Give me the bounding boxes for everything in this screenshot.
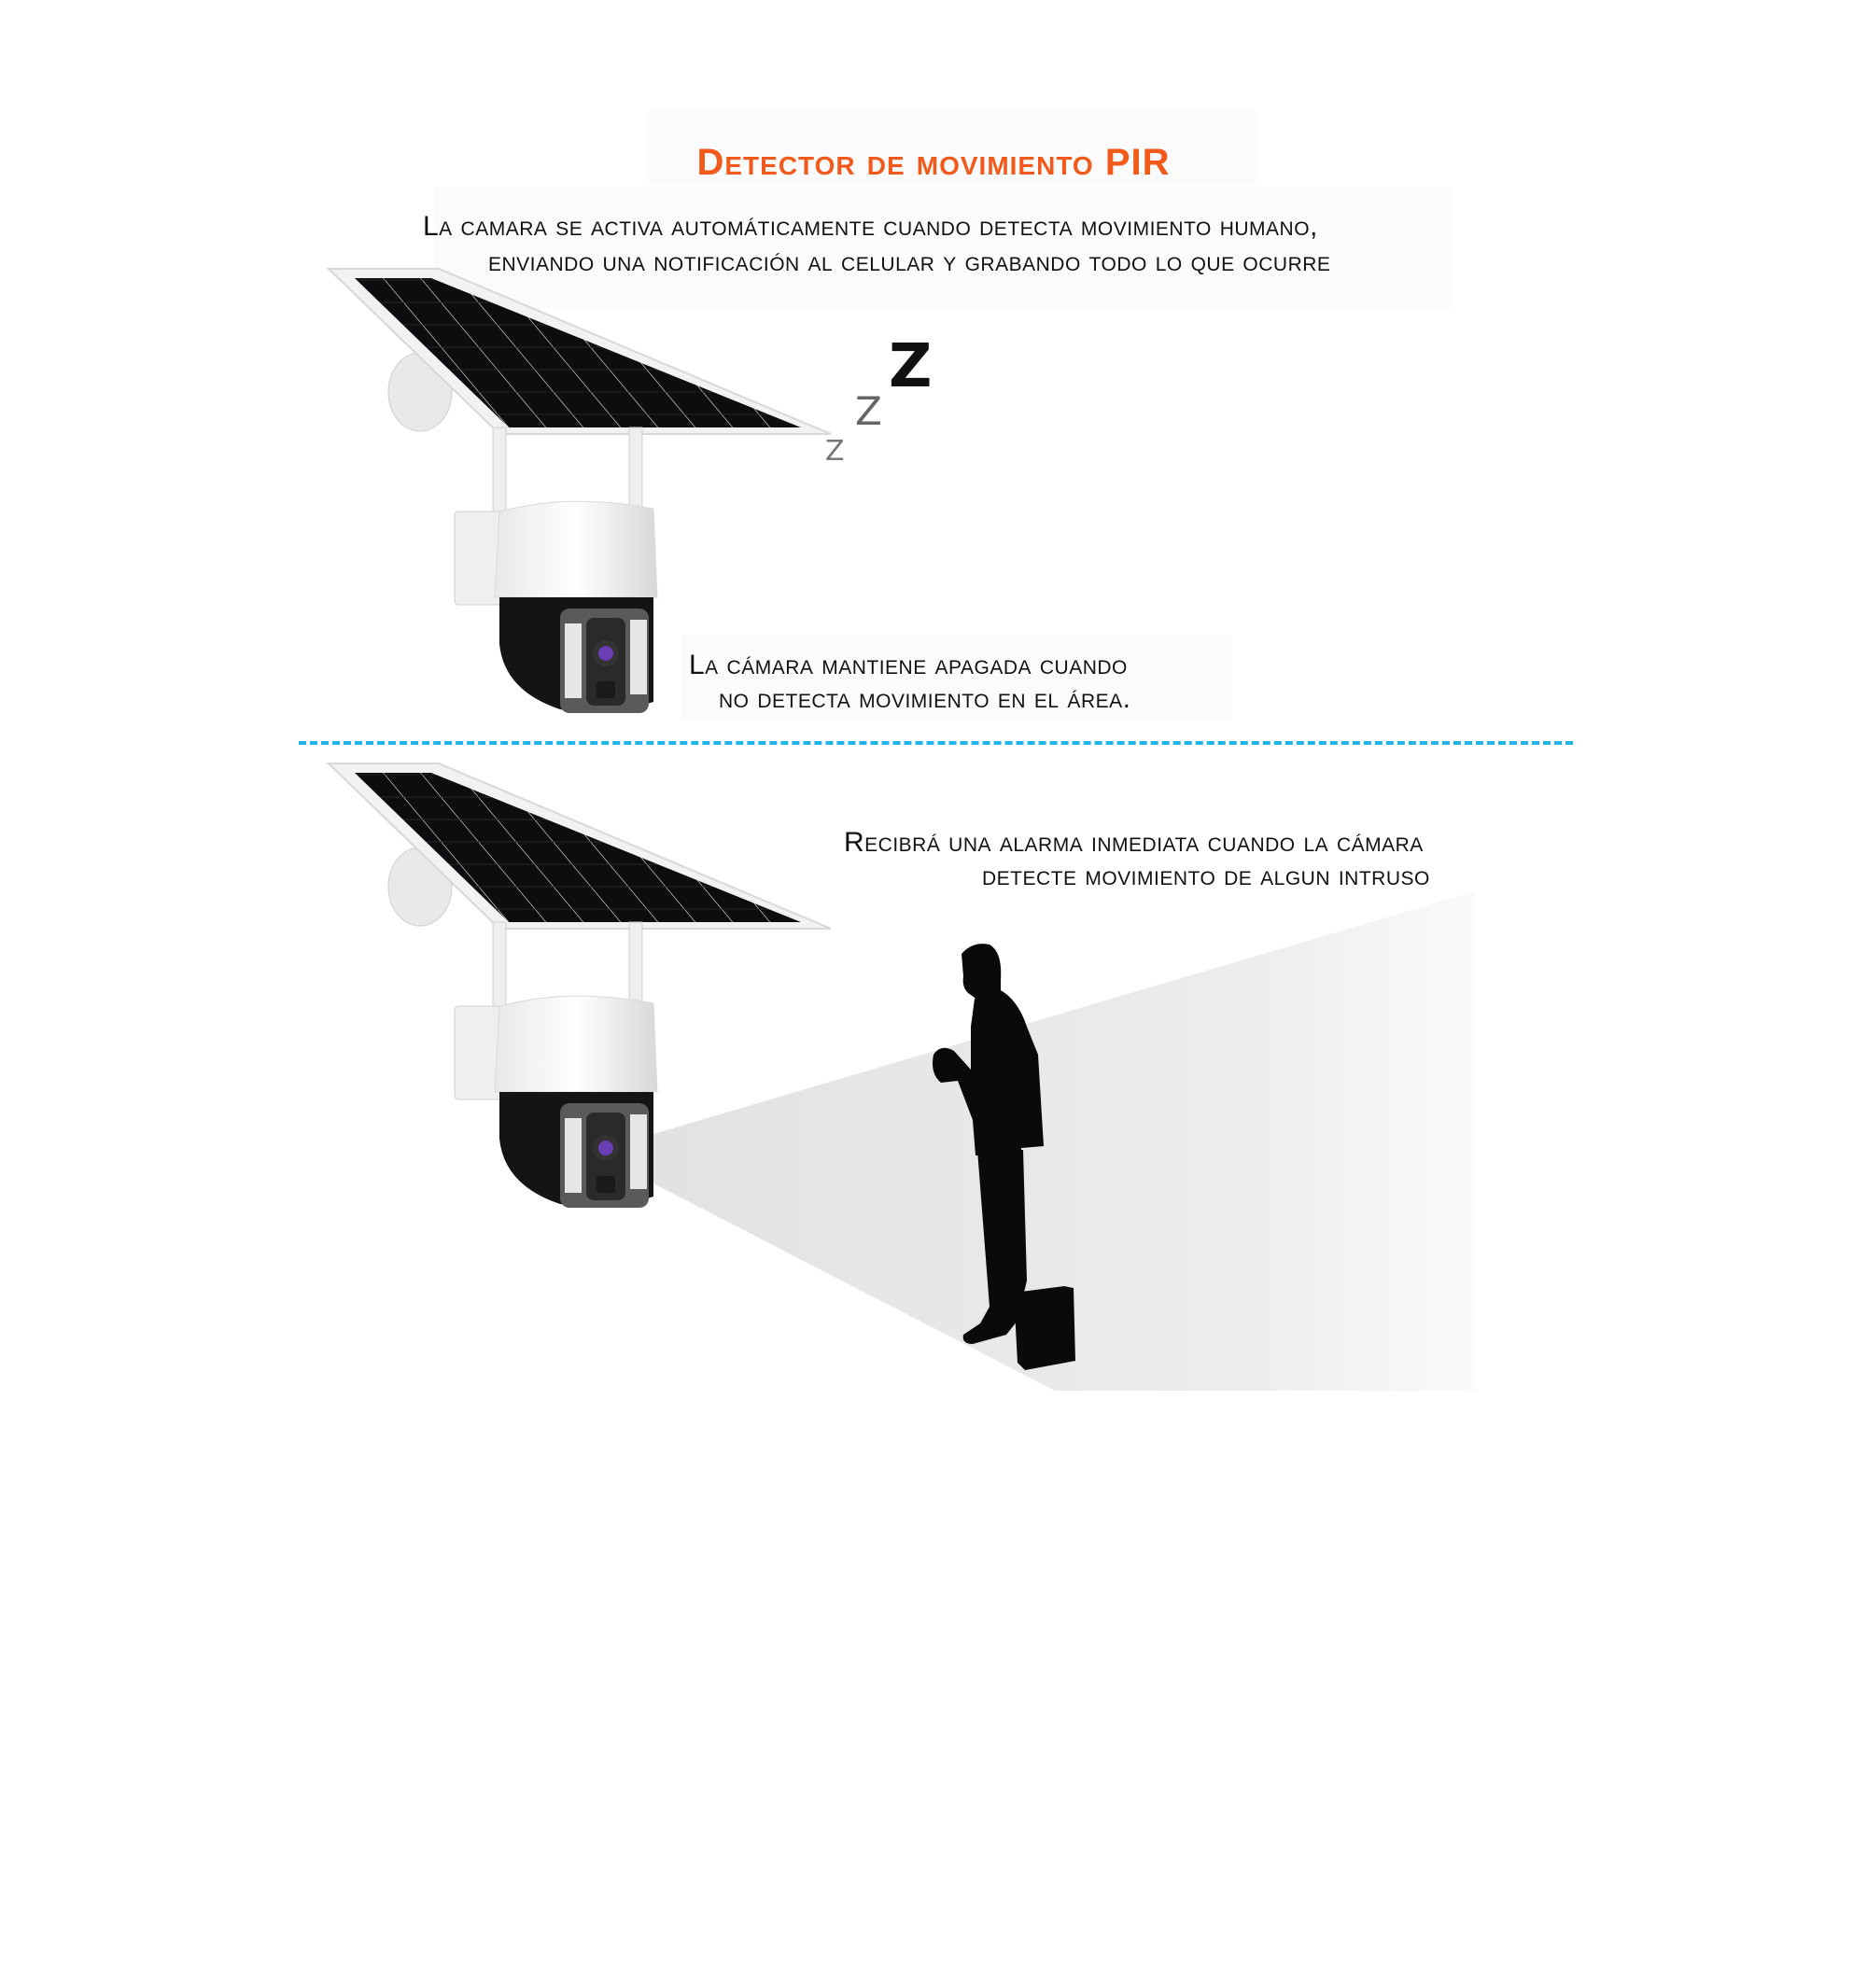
alert-caption-line-1: Recibrá una alarma inmediata cuando la c… [844,827,1424,858]
sleep-z-medium: Z [855,388,882,434]
section-divider [299,741,1573,745]
intruder-silhouette-icon [933,944,1075,1370]
idle-caption-panel [681,635,1232,719]
intro-line-2: enviando una notificación al celular y g… [488,246,1331,277]
alert-caption-line-2: detecte movimiento de algun intruso [982,861,1430,891]
title-panel [649,110,1256,185]
solar-camera-icon [326,268,832,713]
intro-panel [434,187,1452,308]
sleep-z-large: Z [889,332,933,401]
intro-line-1: La camara se activa automáticamente cuan… [423,211,1318,242]
detection-beam [653,891,1475,1391]
sleep-z-small: z [825,435,845,468]
idle-caption-line-2: no detecta movimiento en el área. [719,683,1131,714]
idle-caption-line-1: La cámara mantiene apagada cuando [689,650,1128,680]
page-title: Detector de movimiento PIR [696,142,1171,183]
solar-camera-icon [326,763,832,1208]
